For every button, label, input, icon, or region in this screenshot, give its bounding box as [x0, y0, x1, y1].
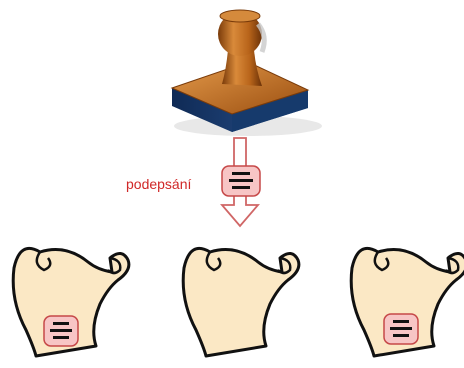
- scroll-document-icon: [11, 247, 131, 358]
- signing-label: podepsání: [126, 176, 192, 192]
- signature-badge-icon: [383, 313, 419, 345]
- signature-badge-icon: [221, 165, 261, 197]
- rubber-stamp-icon: [170, 9, 322, 136]
- scroll-document-icon: [181, 247, 301, 358]
- scroll-document-icon: [349, 247, 464, 358]
- signature-badge-icon: [43, 315, 79, 347]
